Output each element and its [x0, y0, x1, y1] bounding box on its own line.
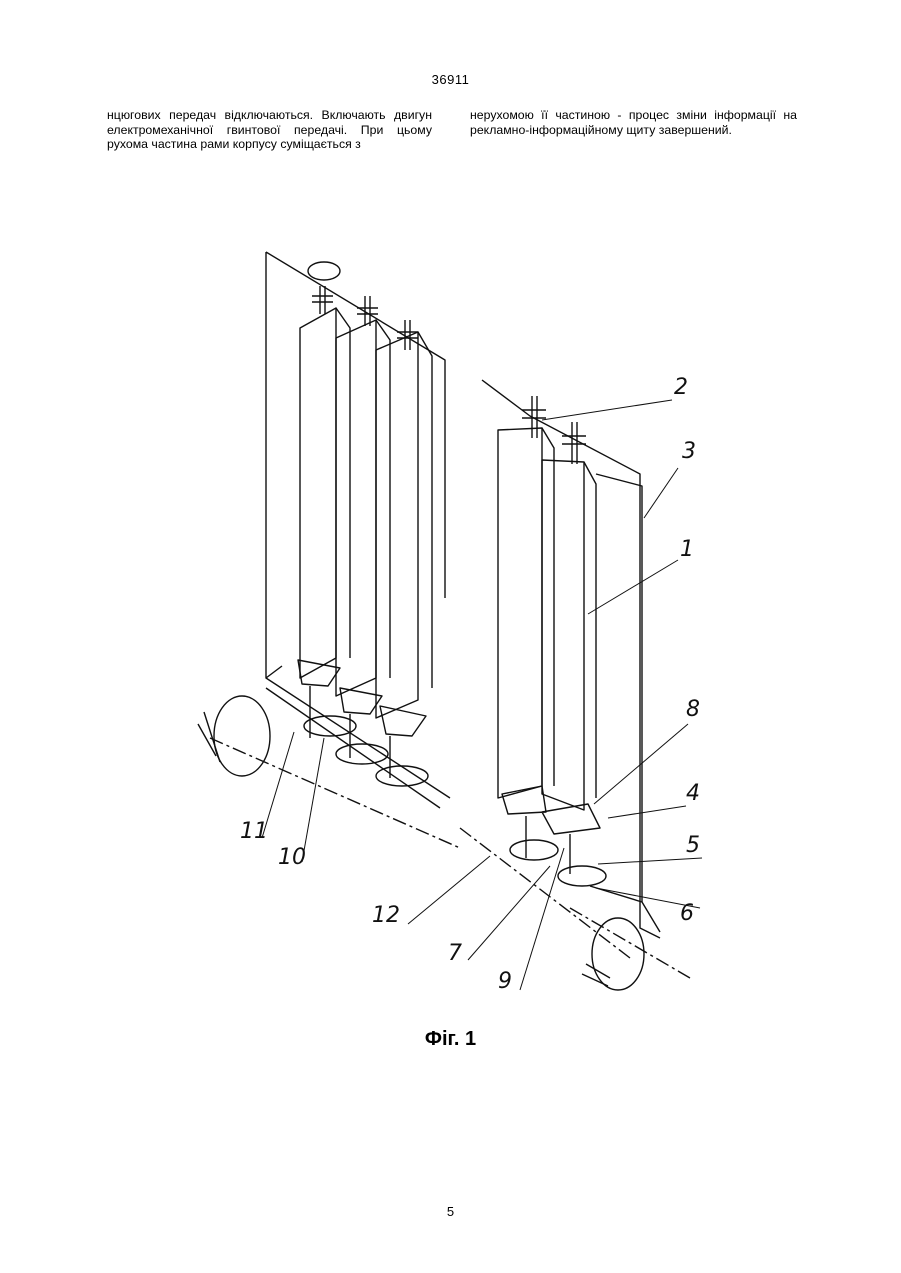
text-column-right: нерухомою її частиною - процес зміни інф… — [470, 108, 797, 137]
technical-drawing: 2 3 1 8 4 5 6 9 7 12 10 11 — [190, 238, 712, 1008]
page-number: 5 — [0, 1204, 901, 1219]
figure-caption: Фіг. 1 — [0, 1028, 901, 1051]
part-label-8: 8 — [686, 697, 700, 722]
part-label-5: 5 — [686, 833, 700, 858]
left-prism-3 — [376, 332, 418, 718]
right-prism-1 — [498, 428, 542, 798]
document-number: 36911 — [0, 72, 901, 87]
part-label-1: 1 — [680, 537, 694, 562]
left-prism-2 — [336, 320, 376, 696]
right-frame — [482, 380, 660, 938]
right-prism-2 — [542, 460, 584, 810]
part-label-4: 4 — [686, 781, 700, 806]
part-label-12: 12 — [372, 903, 400, 928]
part-label-10: 10 — [278, 845, 306, 870]
part-label-2: 2 — [674, 375, 688, 400]
part-label-9: 9 — [498, 969, 512, 994]
part-label-3: 3 — [682, 439, 696, 464]
part-label-7: 7 — [448, 941, 462, 966]
part-label-6: 6 — [680, 901, 694, 926]
part-label-11: 11 — [240, 819, 268, 844]
left-prism-1 — [300, 308, 336, 678]
paragraph-left: нцюгових передач відключаються. Включают… — [107, 108, 432, 152]
paragraph-right: нерухомою її частиною - процес зміни інф… — [470, 108, 797, 137]
text-column-left: нцюгових передач відключаються. Включают… — [107, 108, 432, 152]
